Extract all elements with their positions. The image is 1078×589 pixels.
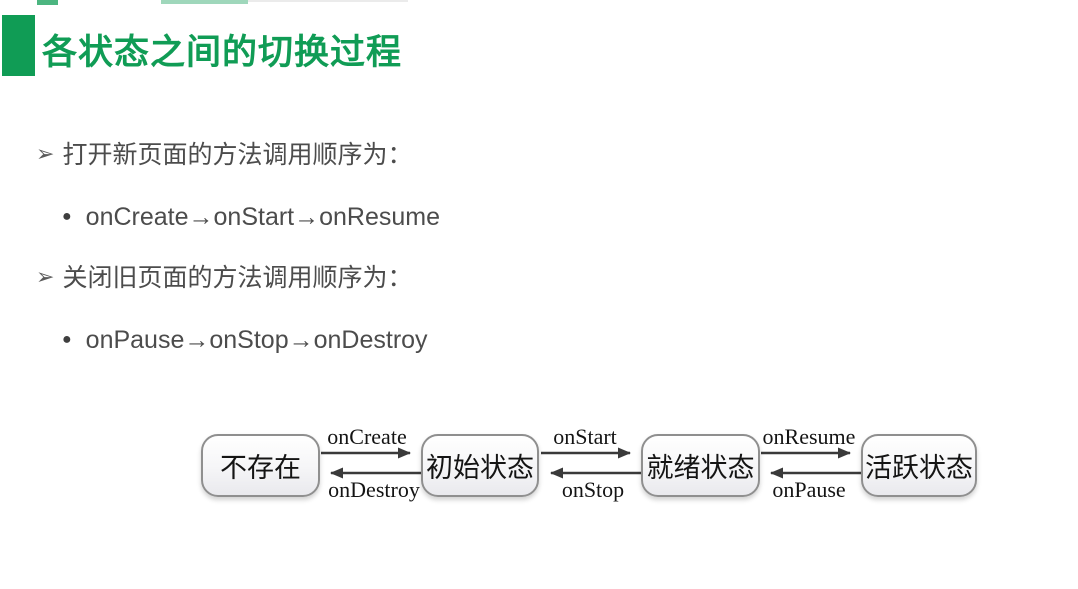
sub-bullet-text: onCreate→onStart→onResume bbox=[85, 203, 441, 231]
transition-label-onstop: onStop bbox=[561, 477, 625, 502]
transition-label-ondestroy: onDestroy bbox=[328, 477, 420, 502]
state-diagram: 不存在 初始状态 就绪状态 活跃状态 onCreate onDestroy on… bbox=[0, 420, 1078, 530]
bullet-text: 关闭旧页面的方法调用顺序为： bbox=[62, 264, 413, 292]
bullet-open-page: ➢ 打开新页面的方法调用顺序为： bbox=[36, 139, 412, 171]
sub-bullet-text: onPause→onStop→onDestroy bbox=[85, 326, 428, 354]
top-edge-accent-dash bbox=[161, 0, 248, 4]
transition-label-onresume: onResume bbox=[762, 424, 856, 449]
state-box-ready: 就绪状态 bbox=[641, 434, 760, 497]
bullet-close-page: ➢ 关闭旧页面的方法调用顺序为： bbox=[36, 262, 412, 294]
dot-bullet-icon: ● bbox=[62, 208, 72, 225]
state-box-initial: 初始状态 bbox=[421, 434, 539, 497]
bullet-text: 打开新页面的方法调用顺序为： bbox=[62, 141, 413, 169]
arrow-bullet-icon: ➢ bbox=[36, 264, 55, 289]
top-edge-faint-line bbox=[248, 0, 408, 2]
sub-bullet-open-order: ● onCreate→onStart→onResume bbox=[62, 201, 440, 233]
transition-arrows bbox=[321, 447, 861, 479]
dot-bullet-icon: ● bbox=[62, 331, 72, 348]
transition-label-oncreate: onCreate bbox=[327, 424, 407, 449]
transition-label-onpause: onPause bbox=[772, 477, 846, 502]
state-box-nonexistent: 不存在 bbox=[201, 434, 320, 497]
slide-title: 各状态之间的切换过程 bbox=[42, 33, 403, 72]
arrow-bullet-icon: ➢ bbox=[36, 141, 55, 166]
transition-label-onstart: onStart bbox=[553, 424, 617, 449]
sub-bullet-close-order: ● onPause→onStop→onDestroy bbox=[62, 324, 428, 356]
top-edge-accent-dash bbox=[37, 0, 58, 5]
state-box-active: 活跃状态 bbox=[861, 434, 977, 497]
title-accent-square bbox=[2, 15, 35, 76]
